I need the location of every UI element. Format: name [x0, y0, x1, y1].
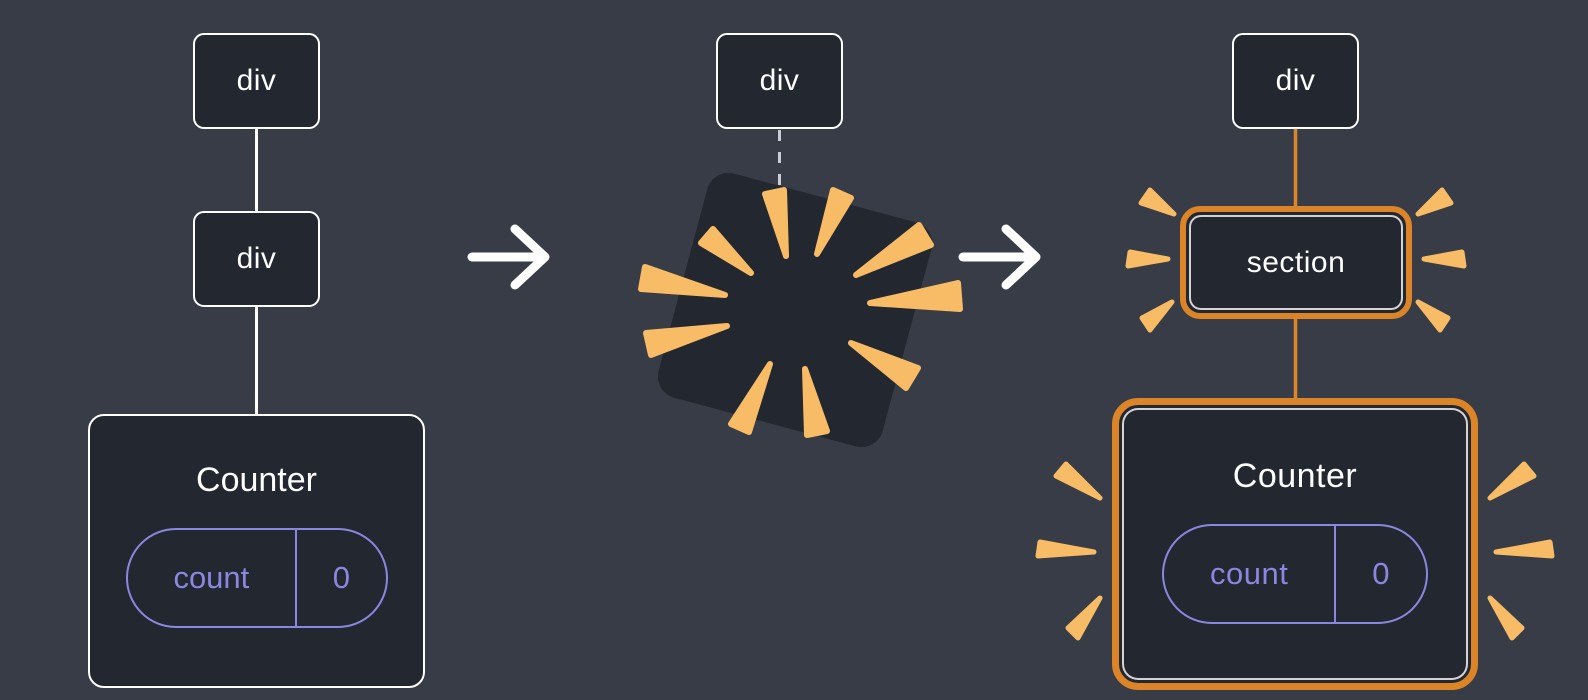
- counter-component-inner: Counter count 0: [1122, 408, 1468, 680]
- poof-explosion-icon: [638, 172, 963, 448]
- node-label: div: [236, 242, 277, 275]
- node-label: div: [1275, 64, 1316, 97]
- state-pill: count 0: [125, 528, 388, 628]
- state-value: 0: [1372, 556, 1391, 591]
- state-value: 0: [332, 560, 350, 595]
- after-root-node: div: [1232, 33, 1359, 129]
- before-root-node: div: [193, 33, 320, 129]
- component-title: Counter: [1232, 457, 1358, 495]
- state-pill: count 0: [1162, 524, 1428, 624]
- during-root-node: div: [716, 33, 843, 129]
- before-counter-component: Counter count 0: [88, 414, 425, 688]
- arrow-right-icon: [467, 224, 550, 290]
- arrow-right-icon: [958, 224, 1041, 290]
- state-key: count: [128, 530, 298, 626]
- after-counter-component: Counter count 0: [1112, 398, 1478, 690]
- counter-sparks-icon: [1035, 461, 1555, 641]
- section-node-inner: section: [1189, 215, 1403, 310]
- state-key: count: [1164, 526, 1337, 622]
- node-label: div: [759, 64, 800, 97]
- after-section-node: section: [1180, 206, 1412, 319]
- section-sparks-icon: [1125, 187, 1467, 333]
- before-child-node: div: [193, 211, 320, 307]
- node-label: div: [236, 64, 277, 97]
- component-title: Counter: [196, 461, 317, 499]
- node-label: section: [1246, 245, 1346, 279]
